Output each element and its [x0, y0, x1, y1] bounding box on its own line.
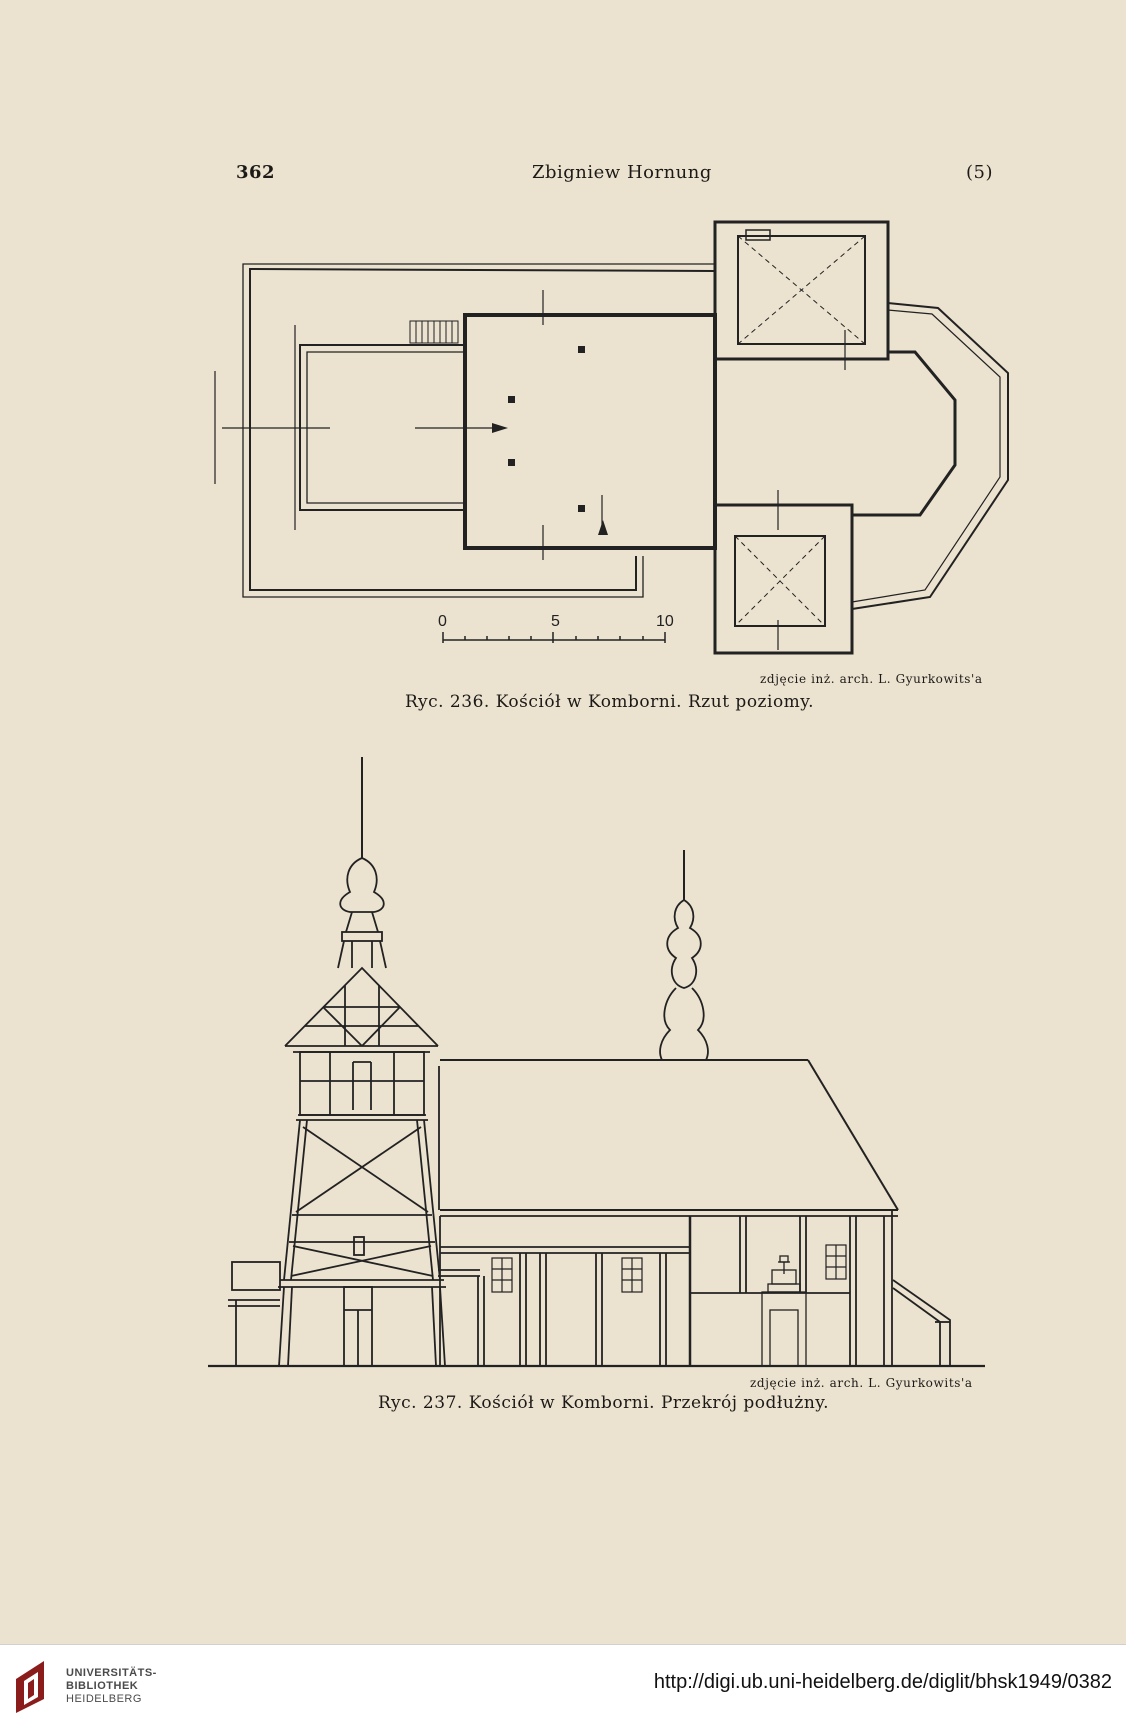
- architectural-drawings: 0 5 10: [208, 220, 1009, 1368]
- running-title: Zbigniew Hornung: [532, 162, 712, 183]
- figure-236-credit: zdjęcie inż. arch. L. Gyurkowits'a: [760, 672, 983, 686]
- figure-237-caption: Ryc. 237. Kościół w Komborni. Przekrój p…: [378, 1393, 830, 1413]
- library-name-line-2: BIBLIOTHEK: [66, 1680, 139, 1692]
- source-url-link[interactable]: http://digi.ub.uni-heidelberg.de/diglit/…: [653, 1671, 1112, 1693]
- page-number: 362: [236, 162, 276, 183]
- scale-label-5: 5: [551, 613, 560, 630]
- scanned-page: 362 Zbigniew Hornung (5): [208, 162, 1009, 1413]
- library-name-line-1: UNIVERSITÄTS-: [66, 1667, 157, 1679]
- university-library-logo-icon: [16, 1661, 44, 1713]
- figure-237-credit: zdjęcie inż. arch. L. Gyurkowits'a: [750, 1376, 973, 1390]
- figure-236-caption: Ryc. 236. Kościół w Komborni. Rzut pozio…: [405, 692, 815, 712]
- section-drawing: [208, 757, 985, 1368]
- scale-label-10: 10: [656, 613, 674, 630]
- floor-plan-drawing: [214, 220, 1009, 655]
- library-name-line-3: HEIDELBERG: [66, 1693, 142, 1705]
- library-footer: UNIVERSITÄTS- BIBLIOTHEK HEIDELBERG http…: [0, 1644, 1126, 1726]
- scale-label-0: 0: [438, 613, 447, 630]
- library-name: UNIVERSITÄTS- BIBLIOTHEK HEIDELBERG: [66, 1667, 157, 1706]
- section-number: (5): [966, 162, 993, 183]
